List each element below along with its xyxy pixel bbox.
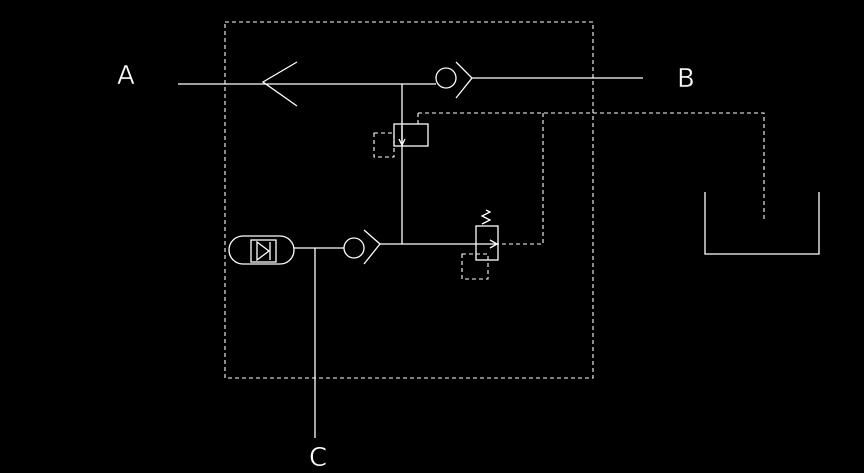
valve-block-enclosure: [224, 21, 594, 379]
port-label-c: C: [309, 443, 327, 473]
flow-arrow-to-a: [261, 61, 298, 107]
port-label-b: B: [677, 64, 695, 94]
check-valve-lower: [343, 229, 381, 265]
filter-element: [228, 235, 295, 265]
check-valve-b: [435, 61, 473, 99]
tank: [704, 192, 820, 255]
relief-valve: [461, 209, 499, 280]
pilot-valve-upper: [373, 113, 429, 158]
pilot-drain-line: [418, 112, 765, 222]
port-label-a: A: [117, 61, 135, 91]
relief-drain-line: [498, 113, 544, 245]
